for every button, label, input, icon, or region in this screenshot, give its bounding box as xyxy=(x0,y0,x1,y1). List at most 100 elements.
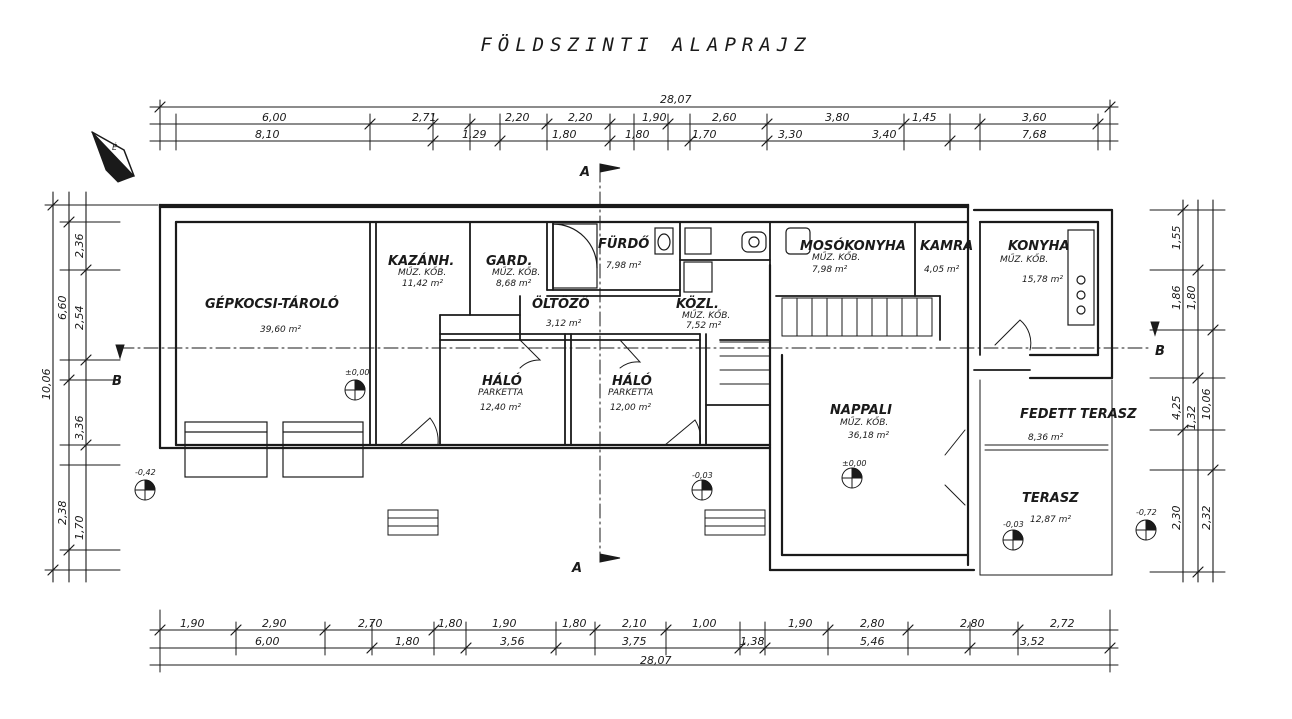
staircase xyxy=(719,297,933,385)
top-dim-r2-5: 1,70 xyxy=(692,128,717,141)
door-swings xyxy=(399,319,1032,506)
room-bedroom2-area: 12,00 m² xyxy=(610,403,651,413)
right-dim-5: 1,32 xyxy=(1185,406,1198,431)
right-dim-1: 1,55 xyxy=(1170,226,1183,251)
left-dim-6: 1,70 xyxy=(73,516,86,541)
room-dressing-area: 3,12 m² xyxy=(546,319,582,329)
right-dimension-lines xyxy=(1149,199,1226,583)
bottom-total-dim: 28,07 xyxy=(640,654,672,667)
room-dressing-name: ÖLTÖZŐ xyxy=(532,296,590,312)
left-dimension-lines xyxy=(44,191,159,583)
right-dim-8: 2,32 xyxy=(1200,506,1213,531)
section-a-top: A xyxy=(579,165,590,180)
bottom-dim-3: 2,70 xyxy=(358,617,383,630)
room-garage-name: GÉPKOCSI-TÁROLÓ xyxy=(205,296,339,312)
bottom-dim-r2-1: 6,00 xyxy=(255,635,280,648)
room-bedroom1-area: 12,40 m² xyxy=(480,403,521,413)
bathroom-fixtures xyxy=(552,223,1095,326)
left-dim-3: 2,36 xyxy=(73,234,86,259)
bottom-dim-r2-7: 3,52 xyxy=(1020,635,1045,648)
bottom-dim-r2-6: 5,46 xyxy=(860,635,885,648)
top-dim-r2-4: 1,80 xyxy=(625,128,650,141)
room-bedroom1-name: HÁLÓ xyxy=(482,373,522,389)
bottom-dim-4: 1,80 xyxy=(438,617,463,630)
bottom-dim-7: 2,10 xyxy=(622,617,647,630)
outer-walls xyxy=(158,203,1114,572)
room-wardrobe-name: GARD. xyxy=(486,254,532,269)
top-dim-7: 3,80 xyxy=(825,111,850,124)
room-terrace-area: 12,87 m² xyxy=(1030,515,1071,525)
room-boiler-sub: MŰZ. KŐB. xyxy=(398,267,446,278)
level-markers xyxy=(134,379,1157,551)
dimension-labels: 28,07 6,00 2,71 2,20 2,20 1,90 2,60 3,80… xyxy=(40,93,1213,667)
room-wardrobe-area: 8,68 m² xyxy=(496,279,532,289)
garage-car-bays xyxy=(184,421,364,478)
top-dim-2: 2,71 xyxy=(412,111,437,124)
bottom-dim-r2-2: 1,80 xyxy=(395,635,420,648)
bottom-dim-6: 1,80 xyxy=(562,617,587,630)
bottom-dim-1: 1,90 xyxy=(180,617,205,630)
room-bath-area: 7,98 m² xyxy=(606,261,642,271)
left-dim-4: 3,36 xyxy=(73,416,86,441)
room-kitchen-name: KONYHA xyxy=(1008,239,1070,254)
room-wardrobe-sub: MŰZ. KŐB. xyxy=(492,267,540,278)
level-living: ±0,00 xyxy=(842,459,867,468)
section-a-bottom: A xyxy=(571,561,582,576)
room-garage-area: 39,60 m² xyxy=(260,325,301,335)
level-labels: ±0,00 -0,42 -0,03 ±0,00 -0,03 -0,72 xyxy=(135,368,1157,529)
section-lines xyxy=(119,167,1151,561)
top-dim-3: 2,20 xyxy=(505,111,530,124)
room-hall-name: KÖZL. xyxy=(676,296,719,312)
level-terrace: -0,03 xyxy=(1003,520,1024,529)
entrance-steps xyxy=(387,379,1113,576)
top-dim-r2-6: 3,30 xyxy=(778,128,803,141)
bottom-dim-5: 1,90 xyxy=(492,617,517,630)
bottom-dim-10: 2,80 xyxy=(860,617,885,630)
left-dim-2: 2,54 xyxy=(73,306,86,331)
top-dim-1: 6,00 xyxy=(262,111,287,124)
interior-walls xyxy=(369,221,1031,446)
left-dim-1: 6,60 xyxy=(56,296,69,321)
room-living-sub: MŰZ. KŐB. xyxy=(840,417,888,428)
level-front-left: -0,42 xyxy=(135,468,156,477)
room-hall-area: 7,52 m² xyxy=(686,321,722,331)
top-dim-r2-7: 3,40 xyxy=(872,128,897,141)
level-garage: ±0,00 xyxy=(345,368,370,377)
bottom-dim-2: 2,90 xyxy=(262,617,287,630)
top-dim-9: 3,60 xyxy=(1022,111,1047,124)
level-front-mid: -0,03 xyxy=(692,471,713,480)
room-laundry-area: 7,98 m² xyxy=(812,265,848,275)
top-dim-6: 2,60 xyxy=(712,111,737,124)
left-dim-total: 10,06 xyxy=(40,369,53,401)
room-kitchen-sub: MŰZ. KŐB. xyxy=(1000,254,1048,265)
section-b-left: B xyxy=(112,374,122,389)
room-hall-sub: MŰZ. KŐB. xyxy=(682,310,730,321)
right-dim-4: 4,25 xyxy=(1170,396,1183,421)
bottom-dimension-lines xyxy=(149,609,1119,673)
room-bedroom1-sub: PARKETTA xyxy=(478,388,523,398)
section-marker-labels: A A B B xyxy=(112,165,1165,576)
top-dim-4: 2,20 xyxy=(568,111,593,124)
top-total-dim: 28,07 xyxy=(660,93,692,106)
top-dim-5: 1,90 xyxy=(642,111,667,124)
top-dim-r2-3: 1,80 xyxy=(552,128,577,141)
bottom-dim-9: 1,90 xyxy=(788,617,813,630)
top-dim-r2-2: 1,29 xyxy=(462,128,487,141)
bottom-dim-8: 1,00 xyxy=(692,617,717,630)
room-labels: GÉPKOCSI-TÁROLÓ 39,60 m² KAZÁNH. MŰZ. KŐ… xyxy=(205,236,1137,525)
room-pantry-area: 4,05 m² xyxy=(924,265,960,275)
room-bedroom2-name: HÁLÓ xyxy=(612,373,652,389)
room-bedroom2-sub: PARKETTA xyxy=(608,388,653,398)
left-dim-5: 2,38 xyxy=(56,501,69,526)
bottom-dim-12: 2,72 xyxy=(1050,617,1075,630)
room-bath-name: FÜRDŐ xyxy=(598,236,649,252)
bottom-dim-r2-5: 1,38 xyxy=(740,635,765,648)
plan-title: FÖLDSZINTI ALAPRAJZ xyxy=(480,34,812,56)
right-dim-2: 1,86 xyxy=(1170,286,1183,311)
room-living-name: NAPPALI xyxy=(830,403,892,418)
room-kitchen-area: 15,78 m² xyxy=(1022,275,1063,285)
top-dim-r2-8: 7,68 xyxy=(1022,128,1047,141)
room-covered-terrace-area: 8,36 m² xyxy=(1028,433,1064,443)
north-label: É xyxy=(112,141,118,152)
